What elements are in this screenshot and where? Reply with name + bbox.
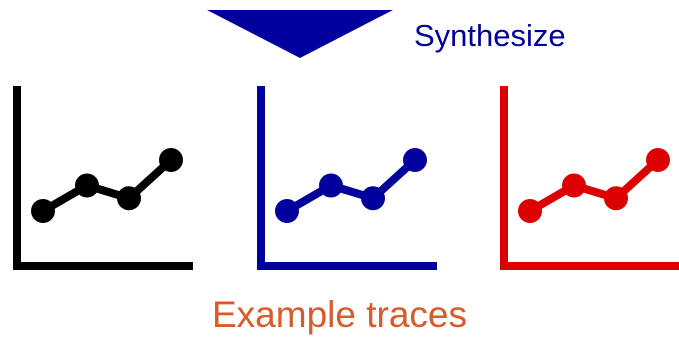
trace-point-3 [361,186,385,211]
trace-point-1 [518,199,542,223]
trace-point-3 [117,186,141,211]
trace-point-4 [159,148,183,172]
trace-line [527,157,661,215]
line-chart-icon-black [13,86,193,270]
chart-axes [13,86,193,270]
line-chart-icon-red [500,86,679,270]
down-triangle-arrow-icon [207,10,393,58]
trace-line [40,157,174,215]
trace-point-2 [562,173,586,198]
trace-point-2 [319,173,343,198]
synthesize-label: Synthesize [414,18,566,53]
trace-point-4 [646,148,670,172]
trace-point-1 [275,199,299,223]
trace-line [284,157,418,215]
example-trace-charts [13,86,679,270]
chart-axes [500,86,679,270]
trace-point-1 [31,199,55,223]
trace-point-4 [403,148,427,172]
trace-point-2 [75,173,99,198]
example-traces-caption: Example traces [212,294,467,335]
trace-point-3 [604,186,628,211]
line-chart-icon-blue [257,86,437,270]
chart-axes [257,86,437,270]
